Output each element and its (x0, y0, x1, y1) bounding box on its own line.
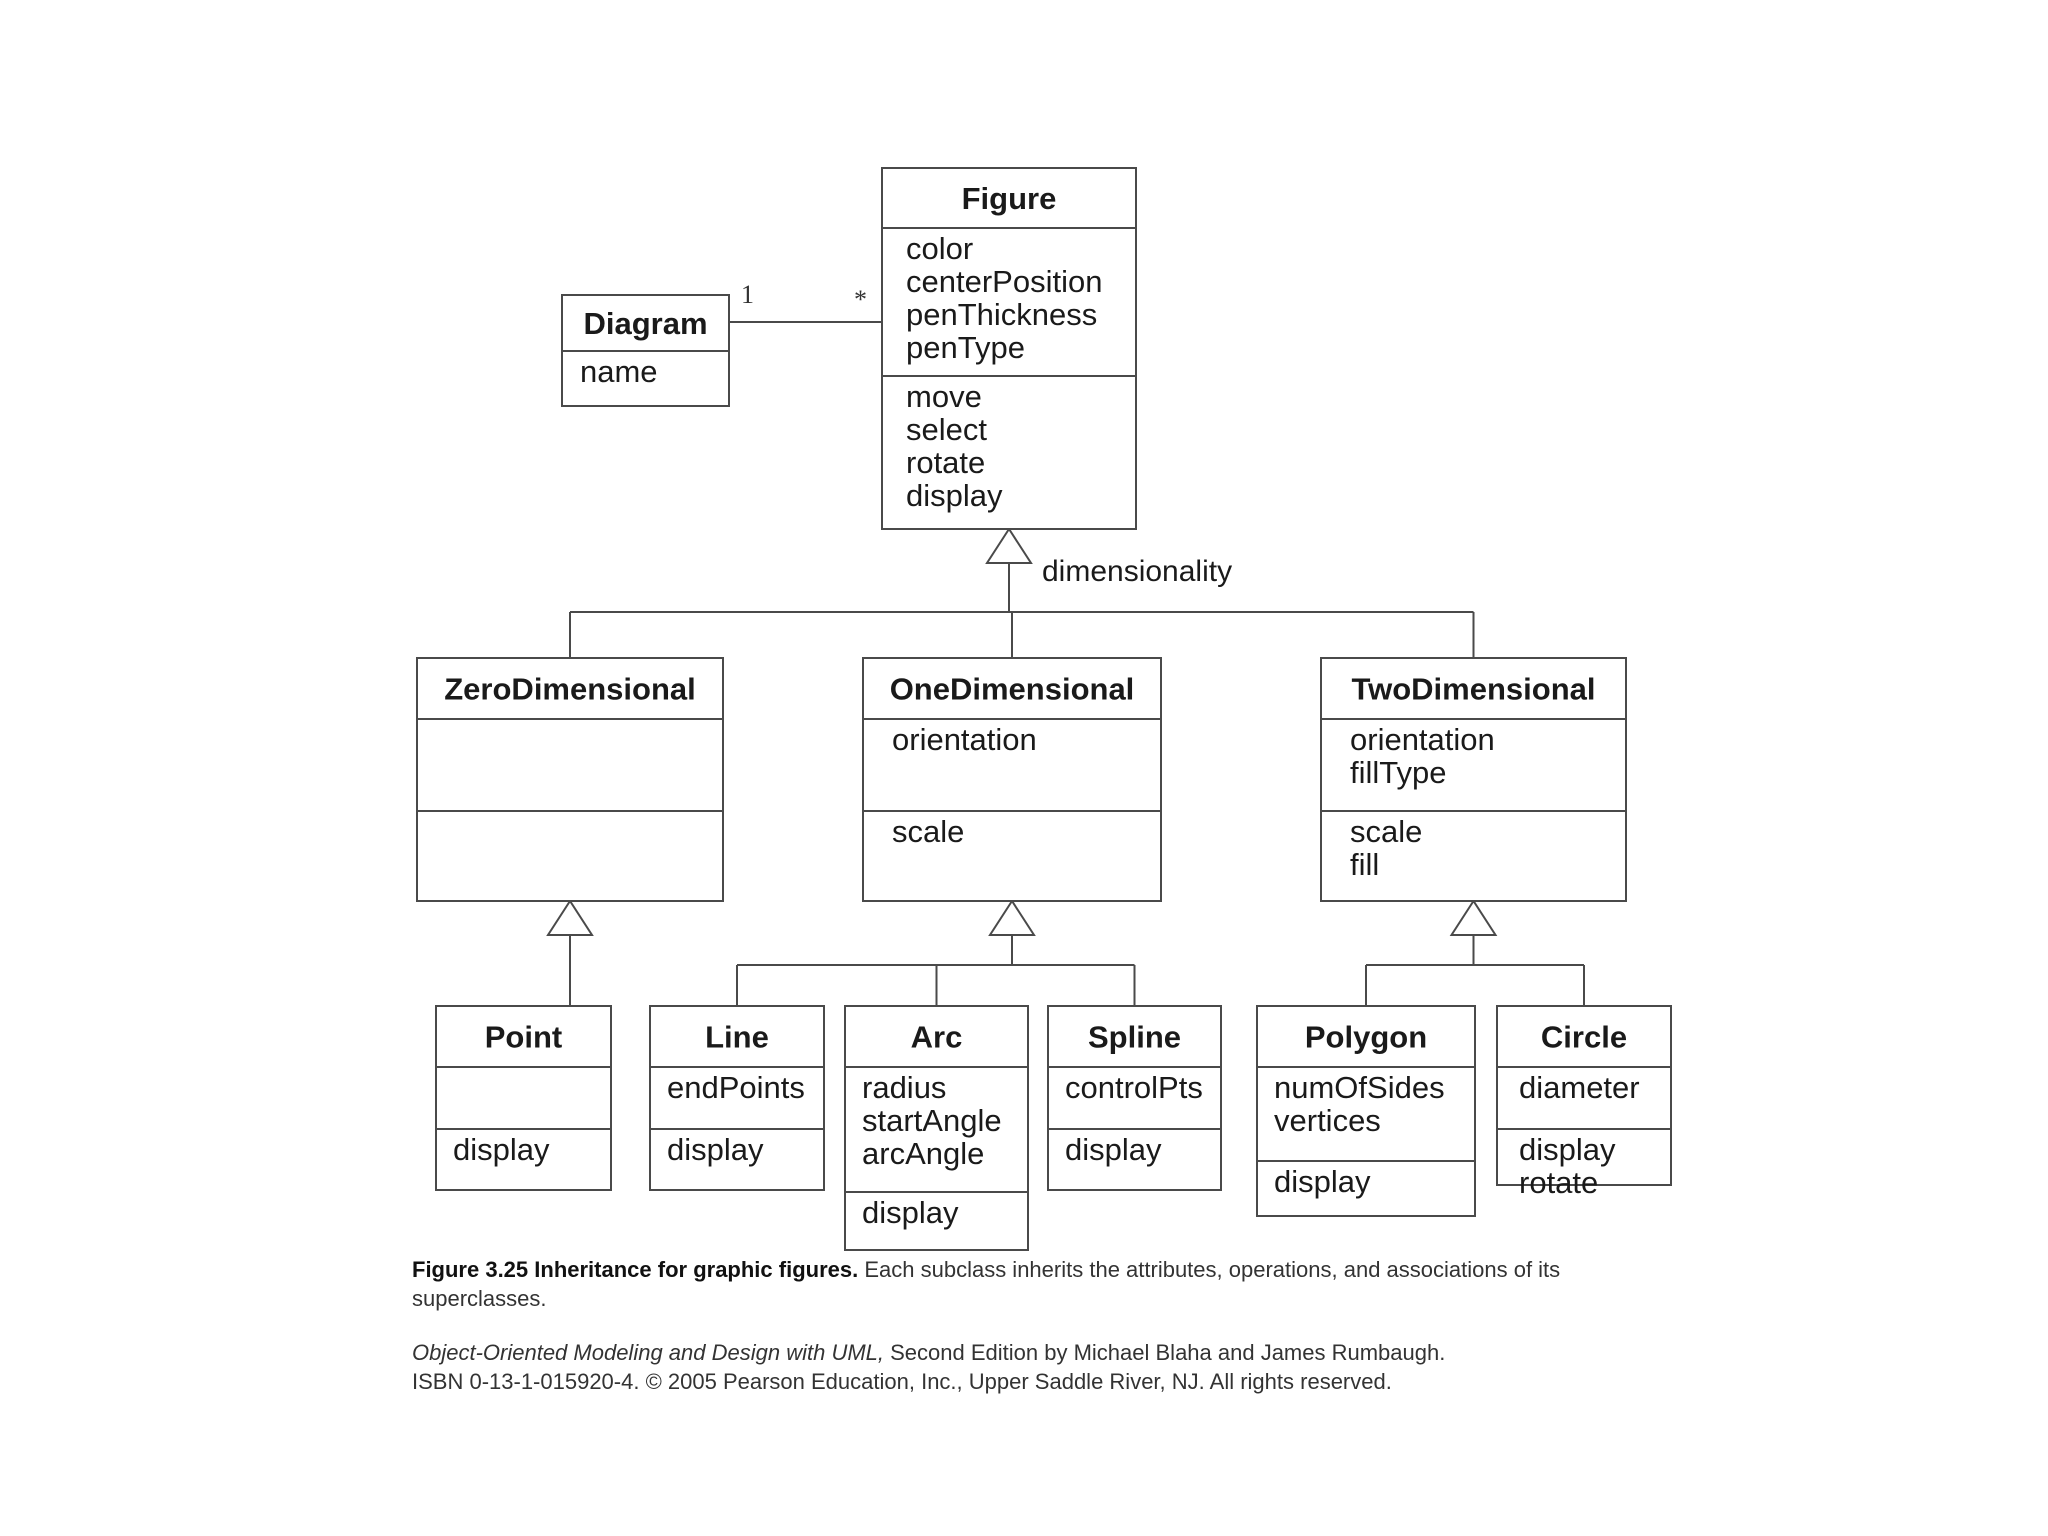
copyright-text: ISBN 0-13-1-015920-4. © 2005 Pearson Edu… (412, 1369, 1392, 1394)
operation: display (1274, 1164, 1371, 1199)
class-frame (862, 657, 1162, 902)
class-spline: Spline controlPts display (1047, 1005, 1222, 1191)
operation: display (667, 1132, 764, 1167)
class-onedimensional: OneDimensional orientation scale (862, 657, 1162, 902)
class-name: ZeroDimensional (444, 672, 696, 707)
figure-caption-label: Figure 3.25 Inheritance for graphic figu… (412, 1257, 859, 1282)
attribute: orientation (1350, 722, 1495, 757)
operation: rotate (1519, 1165, 1598, 1200)
attribute: endPoints (667, 1070, 805, 1105)
class-frame (844, 1005, 1029, 1251)
operation: display (1519, 1132, 1616, 1167)
class-line: Line endPoints display (649, 1005, 825, 1191)
class-name: Spline (1088, 1020, 1181, 1055)
classes-layer: Figure colorcenterPositionpenThicknesspen… (416, 167, 1672, 1251)
attribute: centerPosition (906, 264, 1102, 299)
class-frame (1496, 1005, 1672, 1186)
attribute: arcAngle (862, 1136, 984, 1171)
operation: move (906, 379, 982, 414)
generalization-zerodimensional (546, 899, 594, 1006)
class-figure: Figure colorcenterPositionpenThicknesspen… (881, 167, 1137, 530)
operation: display (1065, 1132, 1162, 1167)
multiplicity-to: * (854, 285, 867, 314)
source-text: Second Edition by Michael Blaha and Jame… (884, 1340, 1446, 1365)
attribute: diameter (1519, 1070, 1640, 1105)
class-point: Point display (435, 1005, 612, 1191)
attribute: radius (862, 1070, 946, 1105)
operation: scale (892, 814, 964, 849)
class-name: Point (485, 1020, 563, 1055)
class-frame (1320, 657, 1627, 902)
operation: display (862, 1195, 959, 1230)
class-name: Diagram (583, 306, 707, 341)
operation: fill (1350, 847, 1379, 882)
class-name: Arc (911, 1020, 963, 1055)
discriminator-label: dimensionality (1042, 555, 1232, 588)
figure-caption: Figure 3.25 Inheritance for graphic figu… (412, 1255, 1652, 1313)
source-title: Object-Oriented Modeling and Design with… (412, 1340, 885, 1365)
multiplicity-from: 1 (741, 280, 754, 309)
source-citation: Object-Oriented Modeling and Design with… (412, 1338, 1652, 1396)
attribute: startAngle (862, 1103, 1002, 1138)
attribute: orientation (892, 722, 1037, 757)
class-frame (416, 657, 724, 902)
class-frame (1256, 1005, 1476, 1217)
inheritance-triangle (988, 899, 1036, 936)
attribute: penType (906, 330, 1025, 365)
inheritance-triangle (1449, 899, 1498, 936)
operation: display (906, 478, 1003, 513)
class-name: Circle (1541, 1020, 1627, 1055)
generalization-twodimensional (1365, 899, 1585, 1006)
class-name: Figure (962, 181, 1057, 216)
connectors-layer (546, 321, 1585, 1006)
inheritance-triangle (546, 899, 594, 936)
attribute: numOfSides (1274, 1070, 1445, 1105)
attribute: name (580, 354, 658, 389)
class-name: Polygon (1305, 1020, 1427, 1055)
labels-layer: 1 * dimensionality (741, 280, 1232, 588)
class-frame (435, 1005, 612, 1191)
class-name: Line (705, 1020, 769, 1055)
class-name: OneDimensional (890, 672, 1135, 707)
operation: scale (1350, 814, 1422, 849)
operation: select (906, 412, 987, 447)
inheritance-triangle (985, 527, 1033, 564)
operation: rotate (906, 445, 985, 480)
attribute: fillType (1350, 755, 1446, 790)
class-diagram: Diagram name (561, 294, 730, 407)
attribute: penThickness (906, 297, 1097, 332)
generalization-figure (569, 527, 1475, 658)
class-frame (1047, 1005, 1222, 1191)
attribute: color (906, 231, 973, 266)
figure-caption-text: Each subclass inherits the attributes, o… (412, 1257, 1561, 1311)
attribute: controlPts (1065, 1070, 1203, 1105)
operation: display (453, 1132, 550, 1167)
class-name: TwoDimensional (1351, 672, 1595, 707)
class-zerodimensional: ZeroDimensional (416, 657, 724, 902)
class-frame (649, 1005, 825, 1191)
generalization-onedimensional (736, 899, 1136, 1006)
attribute: vertices (1274, 1103, 1381, 1138)
